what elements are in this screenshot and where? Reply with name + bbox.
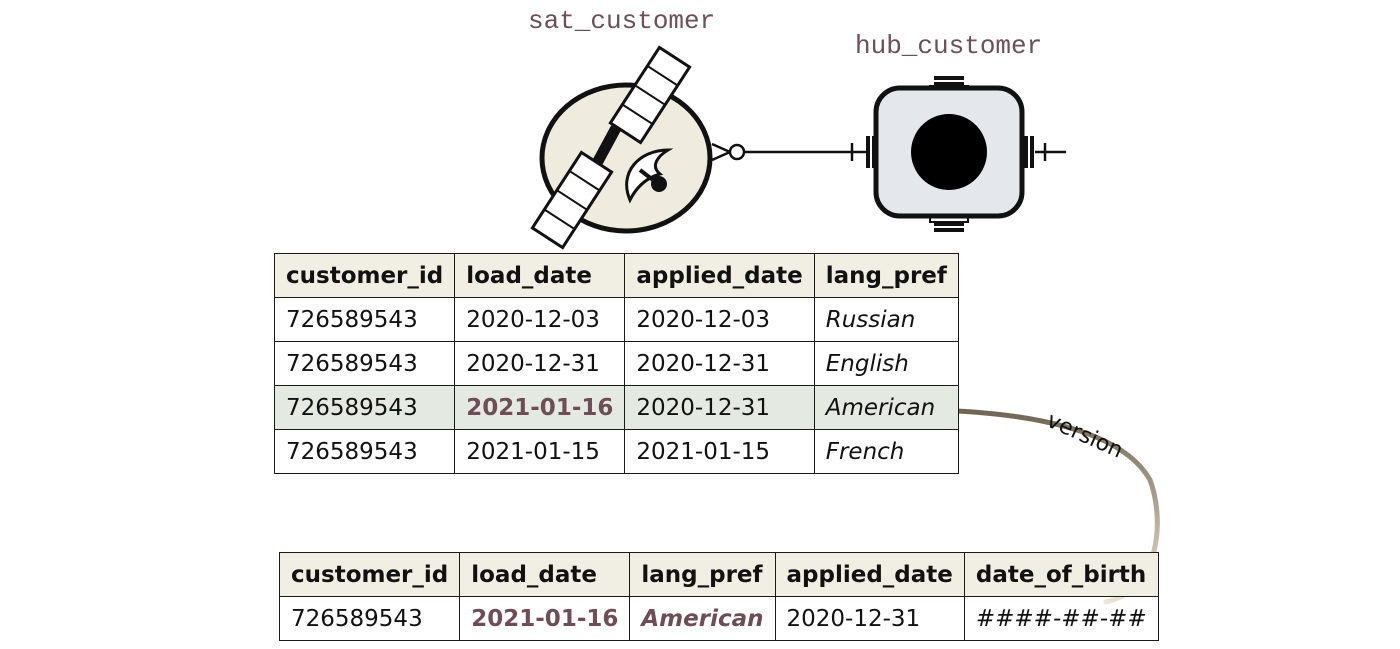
table-cell: 2020-12-03 (624, 297, 815, 342)
table-cell: 2020-12-31 (624, 385, 815, 430)
table-cell-highlighted: 2021-01-16 (459, 596, 631, 641)
table-cell: Russian (813, 297, 959, 342)
satellite-icon (530, 45, 713, 250)
column-header: load_date (459, 552, 631, 597)
table-row: 726589543 2020-12-03 2020-12-03 Russian (273, 297, 959, 342)
column-header: applied_date (624, 253, 815, 298)
column-header: customer_id (278, 552, 461, 597)
table-header-row: customer_id load_date applied_date lang_… (273, 253, 959, 298)
table-cell: 726589543 (273, 385, 456, 430)
table-row: 726589543 2020-12-31 2020-12-31 English (273, 341, 959, 386)
column-header: load_date (454, 253, 626, 298)
table-header-row: customer_id load_date lang_pref applied_… (278, 552, 1159, 597)
hub-customer-label: hub_customer (855, 31, 1043, 61)
table-cell-highlighted: 2021-01-16 (454, 385, 626, 430)
table-cell: 2020-12-31 (774, 596, 965, 641)
table-cell: 2020-12-31 (454, 341, 626, 386)
table-cell: French (813, 429, 959, 474)
relationship-connector (711, 142, 1066, 162)
table-row: 726589543 2021-01-16 American 2020-12-31… (278, 596, 1159, 641)
table-cell: 2020-12-31 (624, 341, 815, 386)
table-cell-highlighted: American (629, 596, 776, 641)
column-header: customer_id (273, 253, 456, 298)
hub-icon (866, 76, 1034, 232)
column-header: date_of_birth (963, 552, 1159, 597)
table-row: 726589543 2021-01-15 2021-01-15 French (273, 429, 959, 474)
version-table: customer_id load_date lang_pref applied_… (278, 552, 1159, 641)
table-cell: 2020-12-03 (454, 297, 626, 342)
table-cell: English (813, 341, 959, 386)
table-cell: 726589543 (278, 596, 461, 641)
sat-customer-label: sat_customer (528, 6, 716, 36)
table-cell: 2021-01-15 (624, 429, 815, 474)
satellite-table: customer_id load_date applied_date lang_… (273, 253, 959, 474)
table-row-highlighted: 726589543 2021-01-16 2020-12-31 American (273, 385, 959, 430)
table-cell: 726589543 (273, 297, 456, 342)
column-header: lang_pref (813, 253, 959, 298)
column-header: lang_pref (629, 552, 776, 597)
column-header: applied_date (774, 552, 965, 597)
table-cell: American (813, 385, 959, 430)
table-cell: ####-##-## (963, 596, 1159, 641)
table-cell: 2021-01-15 (454, 429, 626, 474)
table-cell: 726589543 (273, 341, 456, 386)
table-cell: 726589543 (273, 429, 456, 474)
